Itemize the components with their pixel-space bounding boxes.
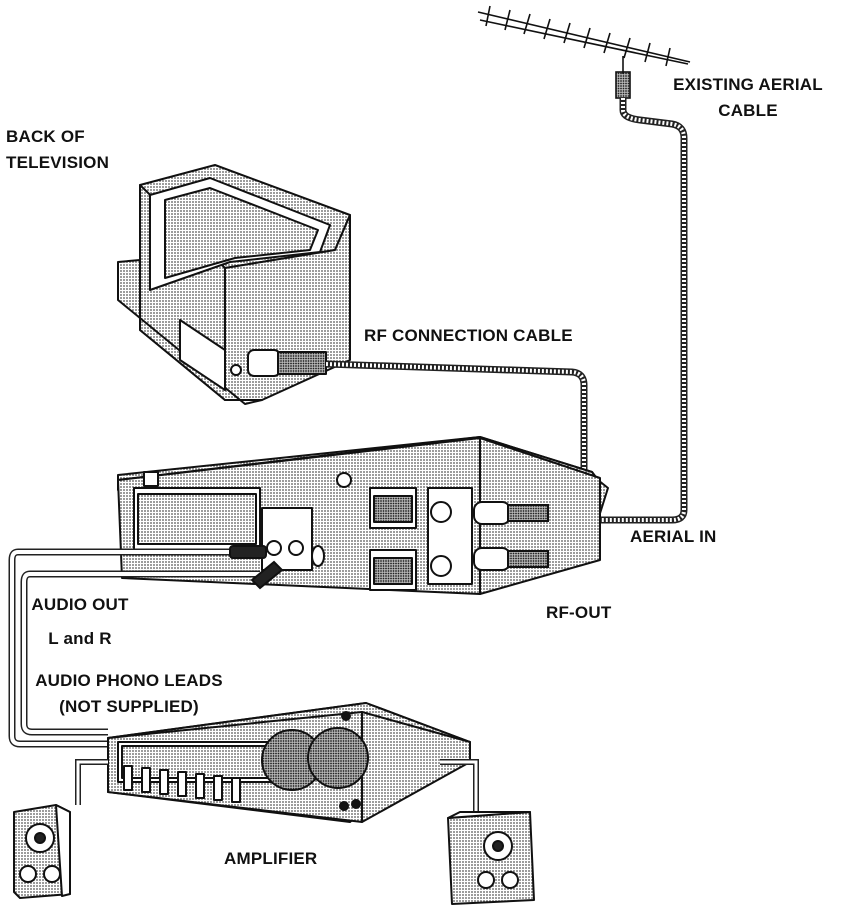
aerial-in-label: AERIAL IN: [630, 527, 717, 546]
audio-phono-leads-line2: (NOT SUPPLIED): [59, 697, 199, 716]
aerial-cable: [560, 98, 688, 524]
audio-out-line1: AUDIO OUT: [31, 595, 129, 614]
existing-aerial-cable-line1: EXISTING AERIAL: [673, 75, 823, 94]
back-of-television-label: BACK OF TELEVISION: [6, 124, 109, 176]
right-speaker: [447, 811, 535, 905]
audio-out-line2: L and R: [48, 629, 112, 648]
aerial-in-plug: [473, 501, 549, 525]
audio-phono-leads-line1: AUDIO PHONO LEADS: [35, 671, 223, 690]
rf-out-label: RF-OUT: [546, 603, 612, 622]
video-recorder: [117, 436, 609, 595]
existing-aerial-cable-line2: CABLE: [718, 101, 778, 120]
left-speaker: [13, 804, 71, 899]
audio-phono-leads-label: AUDIO PHONO LEADS (NOT SUPPLIED): [14, 668, 244, 720]
audio-phono-leads: [8, 548, 260, 748]
amplifier-label: AMPLIFIER: [224, 849, 318, 868]
phono-plugs: [229, 545, 284, 590]
rf-connection-cable-label: RF CONNECTION CABLE: [364, 326, 573, 345]
audio-out-label: AUDIO OUT L and R: [20, 592, 140, 652]
amplifier: [107, 702, 471, 823]
rf-out-plug: [473, 547, 549, 571]
back-of-television-line2: TELEVISION: [6, 153, 110, 172]
aerial-antenna: [477, 5, 691, 99]
speaker-wires: [75, 759, 479, 812]
existing-aerial-cable-label: EXISTING AERIAL CABLE: [668, 72, 828, 124]
back-of-television-line1: BACK OF: [6, 127, 85, 146]
television: [117, 164, 351, 405]
